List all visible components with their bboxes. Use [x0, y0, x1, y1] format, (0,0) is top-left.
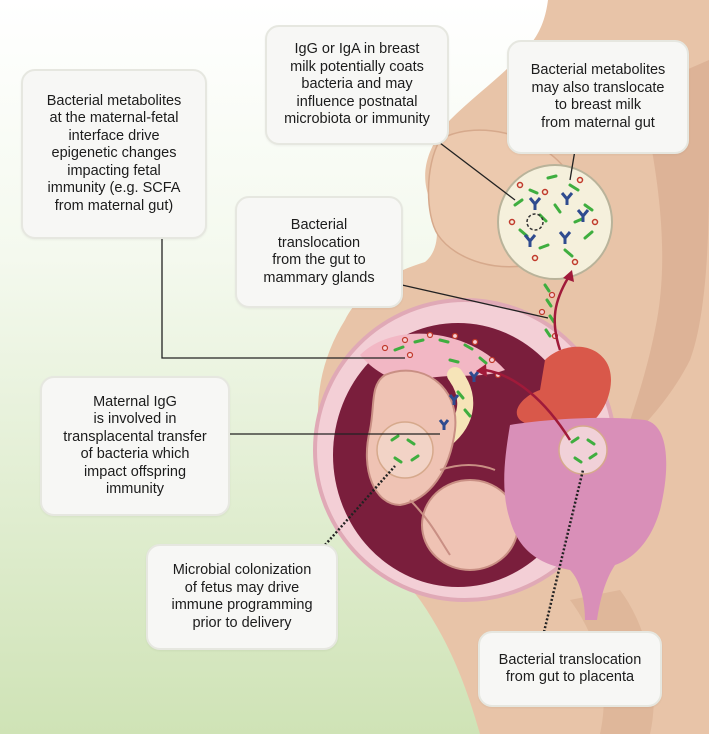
breast-milk-bacteria	[513, 174, 594, 258]
callout-gut-to-mammary: Bacterial translocation from the gut to …	[235, 196, 403, 308]
callout-gut-to-placenta: Bacterial translocation from gut to plac…	[478, 631, 662, 707]
leader-breast-milk-antibodies	[439, 142, 516, 201]
callout-gut-to-placenta-text: Bacterial translocation from gut to plac…	[498, 651, 642, 686]
migrating-bacteria	[543, 283, 556, 338]
placenta-bacteria	[393, 338, 488, 418]
breast-milk-antibodies	[523, 192, 590, 247]
callout-gut-to-mammary-text: Bacterial translocation from the gut to …	[263, 217, 375, 286]
stomach	[516, 346, 611, 435]
callout-fetal-epigenetics: Bacterial metabolites at the maternal-fe…	[21, 69, 207, 239]
leader-gut-to-mammary	[401, 284, 549, 319]
callout-maternal-igg: Maternal IgG is involved in transplacent…	[40, 376, 230, 516]
leader-fetal-epigenetics	[161, 236, 405, 359]
callout-metabolites-breast-milk: Bacterial metabolites may also transloca…	[507, 40, 689, 154]
callout-maternal-igg-text: Maternal IgG is involved in transplacent…	[63, 393, 207, 498]
leader-metabolites-breast-milk	[569, 149, 576, 181]
intestine	[504, 417, 667, 620]
gut-to-mammary-arrowhead	[563, 270, 574, 282]
breast-milk-metabolites	[508, 176, 599, 266]
leader-fetal-colonization	[324, 465, 396, 546]
callout-fetal-epigenetics-text: Bacterial metabolites at the maternal-fe…	[46, 92, 182, 214]
placenta-antibodies	[438, 371, 480, 430]
callout-breast-milk-antibodies-text: IgG or IgA in breast milk potentially co…	[284, 41, 430, 128]
fetal-gut-bacteria	[390, 434, 420, 464]
breast-milk-zoom	[497, 164, 613, 280]
callout-fetal-colonization-text: Microbial colonization of fetus may driv…	[171, 562, 313, 631]
maternal-gut-bacteria	[570, 436, 598, 464]
gut-to-placenta-arrow	[484, 368, 572, 441]
callout-fetal-colonization: Microbial colonization of fetus may driv…	[146, 544, 338, 650]
gut-to-placenta-arrowhead	[476, 364, 487, 377]
fetal-gut-zoom	[376, 421, 434, 479]
arm-shadow	[620, 60, 709, 450]
dashed-cell	[526, 213, 544, 231]
gut-to-mammary-arrow	[553, 277, 570, 351]
callout-breast-milk-antibodies: IgG or IgA in breast milk potentially co…	[265, 25, 449, 145]
callout-metabolites-breast-milk-text: Bacterial metabolites may also transloca…	[530, 62, 666, 131]
maternal-gut-zoom	[558, 425, 608, 475]
